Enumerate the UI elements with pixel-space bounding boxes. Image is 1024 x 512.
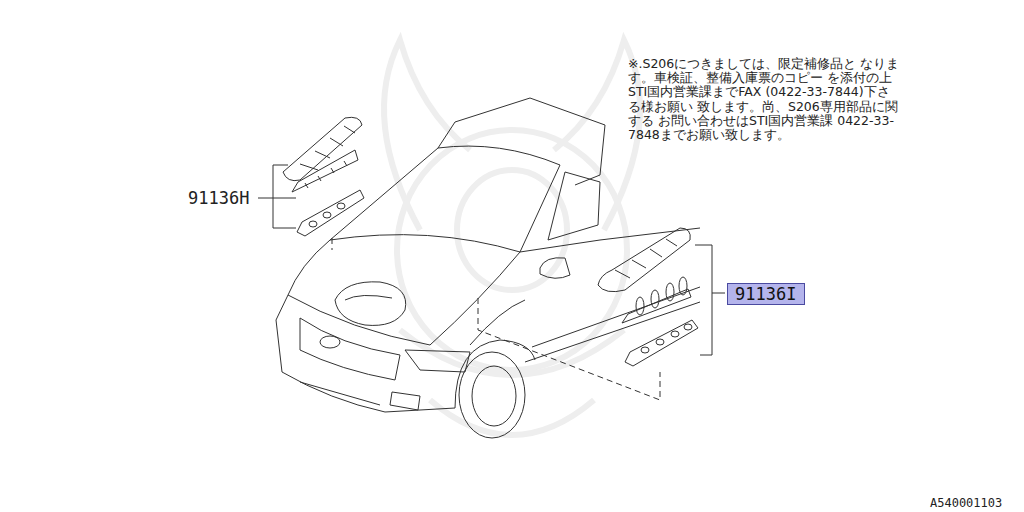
note-text: ※.S206につきましては、限定補修品と なります。車検証、整備入庫票のコピー … xyxy=(628,57,900,142)
figure-code: A540001103 xyxy=(930,496,1002,510)
callout-number: 91136H xyxy=(188,188,249,208)
fender-vent-left xyxy=(283,117,364,250)
part-number-box: 91136I xyxy=(727,283,805,305)
part-number: 91136I xyxy=(735,285,796,303)
watermark xyxy=(384,40,640,435)
fender-vent-right xyxy=(478,228,698,400)
car-body xyxy=(276,98,700,438)
leader-brackets xyxy=(258,165,725,355)
